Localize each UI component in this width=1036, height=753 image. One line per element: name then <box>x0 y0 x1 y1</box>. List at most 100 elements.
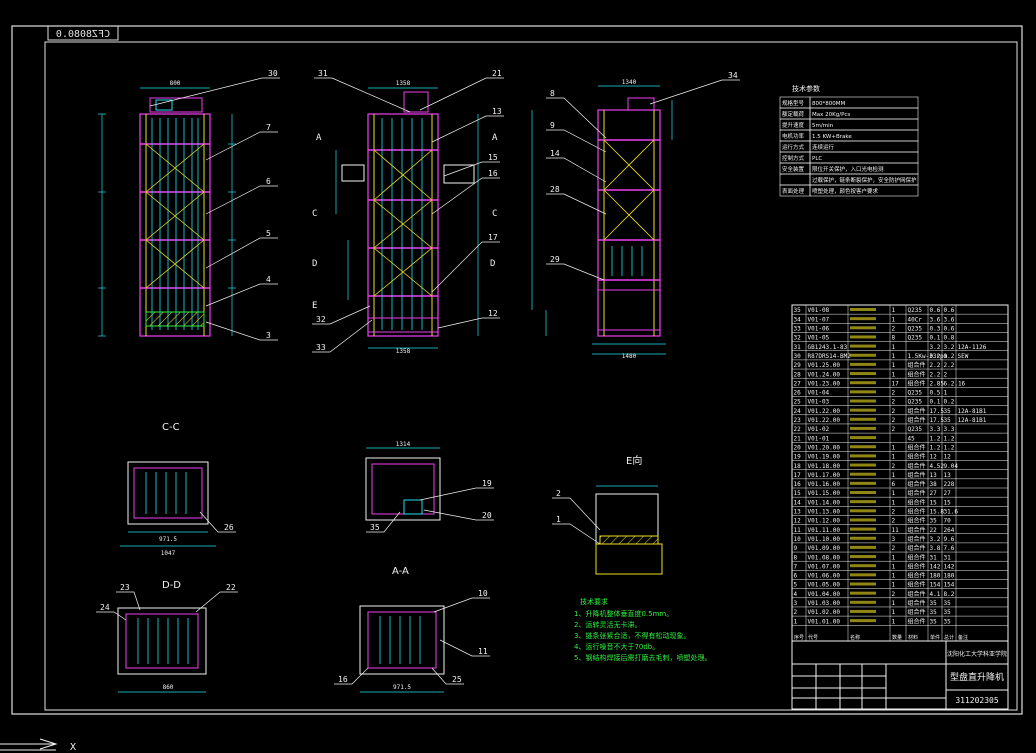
bom-cell: V01.23.00 <box>808 380 841 387</box>
tech-param-value: PLC <box>812 156 822 162</box>
bom-cell: 2.2 <box>930 362 941 369</box>
bom-cell: 组合件 <box>908 361 926 369</box>
bom-cell: 7 <box>794 563 798 570</box>
bom-name-glyph <box>850 436 876 440</box>
bom-cell: V01.05.00 <box>808 582 841 589</box>
bom-cell: 3 <box>892 536 896 543</box>
bom-name-glyph <box>850 536 876 540</box>
callout-number: 19 <box>482 479 492 488</box>
bom-cell: 1.2 <box>944 444 955 451</box>
bom-cell: 18 <box>794 463 802 470</box>
bom-cell: 7.6 <box>944 545 955 552</box>
e-view <box>595 485 663 575</box>
bom-cell: V01.08.00 <box>808 554 841 561</box>
bom-cell: 24 <box>794 408 802 415</box>
bom-cell: 20 <box>794 444 802 451</box>
bom-cell: V01.12.00 <box>808 518 841 525</box>
bom-cell: 35 <box>944 408 952 415</box>
bom-cell: V01.22.00 <box>808 417 841 424</box>
bom-cell: 0.5 <box>930 390 941 397</box>
bom-cell: 12 <box>794 518 802 525</box>
bom-cell: 2 <box>892 463 896 470</box>
bom-cell: 35 <box>944 600 952 607</box>
bom-cell: 1 <box>892 362 896 369</box>
svg-text:D: D <box>312 259 317 269</box>
title-number: 311202305 <box>955 696 999 705</box>
tech-param-key: 额定载荷 <box>782 110 805 118</box>
bom-cell: V01-03 <box>808 399 830 406</box>
callout-leader <box>431 115 504 143</box>
bom-cell: 2 <box>892 509 896 516</box>
callout-number: 23 <box>120 583 130 592</box>
bom-cell: V01-06 <box>808 326 830 333</box>
dim-right-top: 1340 <box>622 79 637 86</box>
callout-leader <box>205 283 278 307</box>
tech-param-value: 5m/min <box>812 123 834 129</box>
bom-cell: 9 <box>794 545 798 552</box>
bom-cell: 1 <box>892 499 896 506</box>
bom-cell: 组合件 <box>908 553 926 561</box>
bom-cell: 17.5 <box>930 408 945 415</box>
dim-aa-top: 1314 <box>396 441 411 448</box>
bom-cell: 0.6 <box>944 307 955 314</box>
bom-cell: 2 <box>892 518 896 525</box>
callout-number: 13 <box>492 107 502 116</box>
tech-param-key: 规格型号 <box>782 99 805 107</box>
bom-cell: 0.2 <box>944 399 955 406</box>
bom-cell: V01.16.00 <box>808 481 841 488</box>
bom-cell: 0.6 <box>930 307 941 314</box>
bom-name-glyph <box>850 481 876 485</box>
title-block: 沈阳化工大学科亚学院 型盘直升降机 311202305 <box>791 640 1009 710</box>
bom-cell: 17 <box>794 472 802 479</box>
bom-header-cell: 总计 <box>944 634 954 641</box>
bom-cell: V01.15.00 <box>808 490 841 497</box>
callout-leader <box>546 193 607 215</box>
bom-cell: 142 <box>944 563 955 570</box>
callout-leader <box>366 511 401 533</box>
right-view: 1340 1480 <box>531 79 673 360</box>
callout-leader <box>205 131 278 161</box>
bom-cell: 1 <box>892 353 896 360</box>
bom-cell: 0.1 <box>930 399 941 406</box>
bom-cell: 1 <box>892 371 896 378</box>
tech-param-key: 电机功率 <box>782 132 805 140</box>
callout-number: 20 <box>482 511 492 520</box>
callout-number: 21 <box>492 69 502 78</box>
callout-number: 16 <box>488 169 498 178</box>
bom-cell: Q235 <box>908 426 923 433</box>
bom-cell: 142 <box>930 563 941 570</box>
bom-cell: 16 <box>794 481 802 488</box>
callout-number: 32 <box>316 315 326 324</box>
notes-title: 技术要求 <box>580 597 608 606</box>
bom-cell: 组合件 <box>908 498 926 506</box>
drawing-code-box: CFZ8080.0 <box>47 25 119 41</box>
callout-number: 16 <box>338 675 348 684</box>
bom-cell: 组合件 <box>908 599 926 607</box>
note-line: 5、钢结构焊接后需打磨去毛刺，喷塑处理。 <box>574 653 711 662</box>
bom-cell: 35 <box>930 618 938 625</box>
bom-cell: 4.1 <box>930 591 941 598</box>
section-cc: 971.5 1047 <box>120 461 216 557</box>
dim-side-bottom: 1358 <box>396 348 411 355</box>
dim-side-top: 1358 <box>396 80 411 87</box>
callout-leader <box>96 611 127 621</box>
bom-name-glyph <box>850 555 876 559</box>
callout-leader <box>419 77 504 111</box>
bom-cell: 组合件 <box>908 407 926 415</box>
bom-cell: Q235 <box>908 399 923 406</box>
bom-cell: 3.6 <box>944 316 955 323</box>
bom-cell: 29 <box>794 362 802 369</box>
callout-number: 8 <box>550 89 555 98</box>
bom-cell: 28 <box>794 371 802 378</box>
bom-cell: 23 <box>794 417 802 424</box>
callout-number: 34 <box>728 71 738 80</box>
label-section-cc: C-C <box>162 422 180 433</box>
bom-cell: 15.8 <box>930 509 945 516</box>
dim-cc-bottom: 971.5 <box>159 536 177 543</box>
bom-name-glyph <box>850 353 876 357</box>
bom-cell: 19 <box>794 454 802 461</box>
bom-name-glyph <box>850 390 876 394</box>
bom-cell: 8.2 <box>944 591 955 598</box>
bom-cell: 组合件 <box>908 480 926 488</box>
bom-cell: 组合件 <box>908 517 926 525</box>
